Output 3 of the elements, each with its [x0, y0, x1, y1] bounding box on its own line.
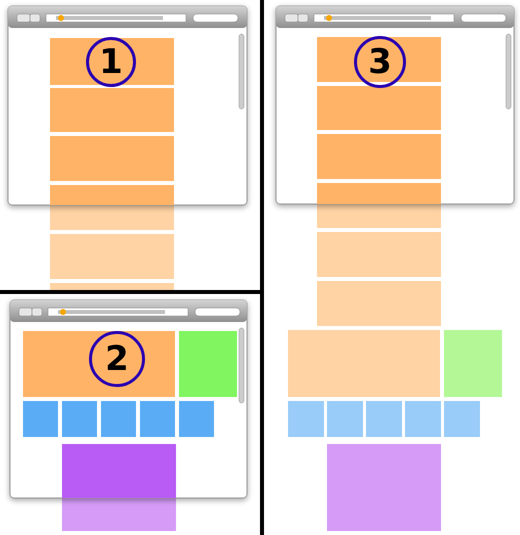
step-number-circle: 3 — [354, 36, 406, 88]
step-number-circle: 1 — [86, 37, 136, 87]
step-number-circle: 2 — [89, 331, 145, 387]
